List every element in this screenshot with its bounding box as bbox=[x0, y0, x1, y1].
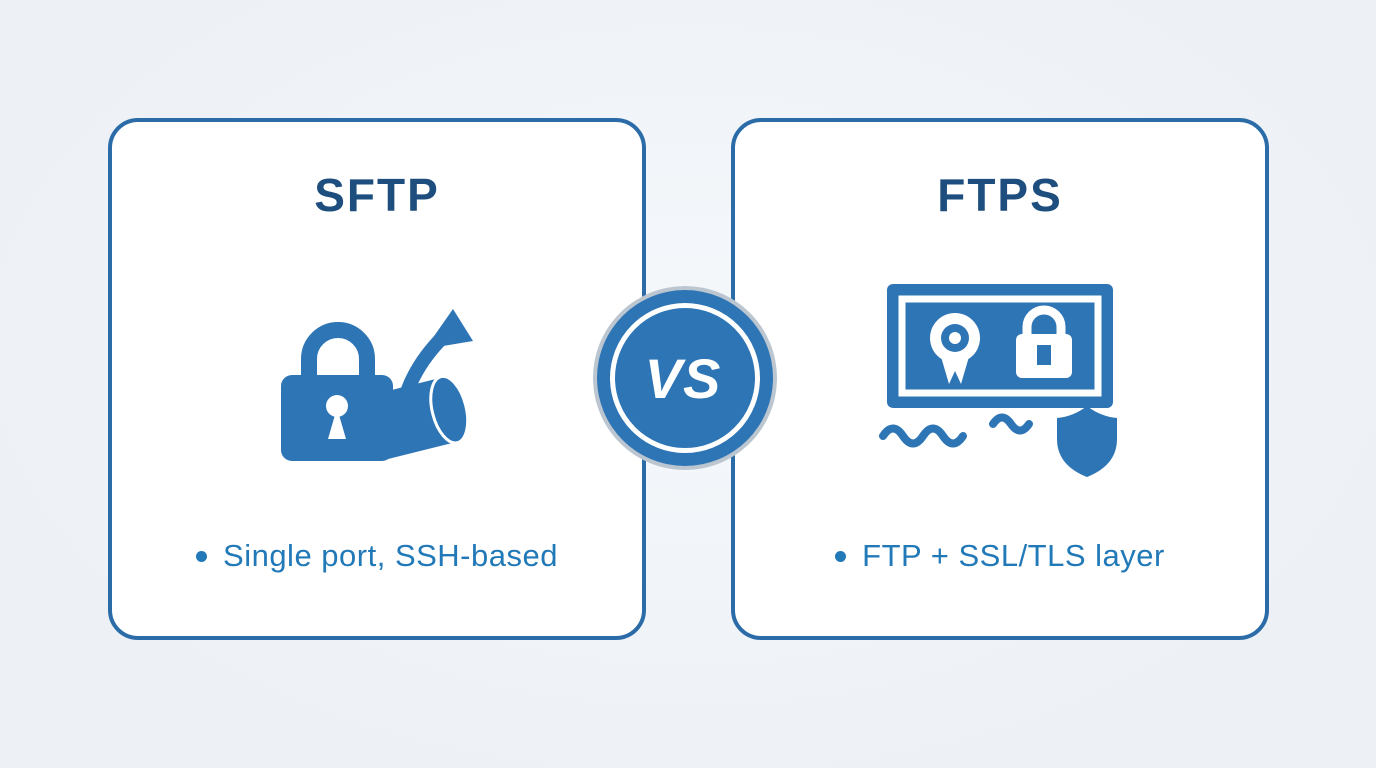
sftp-card: SFTP Single port, SSH-ba bbox=[108, 118, 646, 640]
certificate-shield-icon bbox=[735, 222, 1265, 538]
sftp-bullet-text: Single port, SSH-based bbox=[223, 538, 558, 573]
padlock-tunnel-arrow-icon bbox=[112, 222, 642, 538]
ftps-card-title: FTPS bbox=[937, 169, 1063, 221]
bullet-dot bbox=[835, 550, 847, 562]
vs-badge-label: VS bbox=[644, 346, 722, 410]
sftp-bullet: Single port, SSH-based bbox=[196, 538, 558, 574]
sftp-card-title: SFTP bbox=[314, 169, 440, 221]
ftps-bullet: FTP + SSL/TLS layer bbox=[835, 538, 1165, 574]
ftps-bullet-text: FTP + SSL/TLS layer bbox=[862, 538, 1165, 573]
bullet-dot bbox=[196, 550, 208, 562]
ftps-card: FTPS bbox=[731, 118, 1269, 640]
vs-badge: VS bbox=[610, 303, 760, 453]
